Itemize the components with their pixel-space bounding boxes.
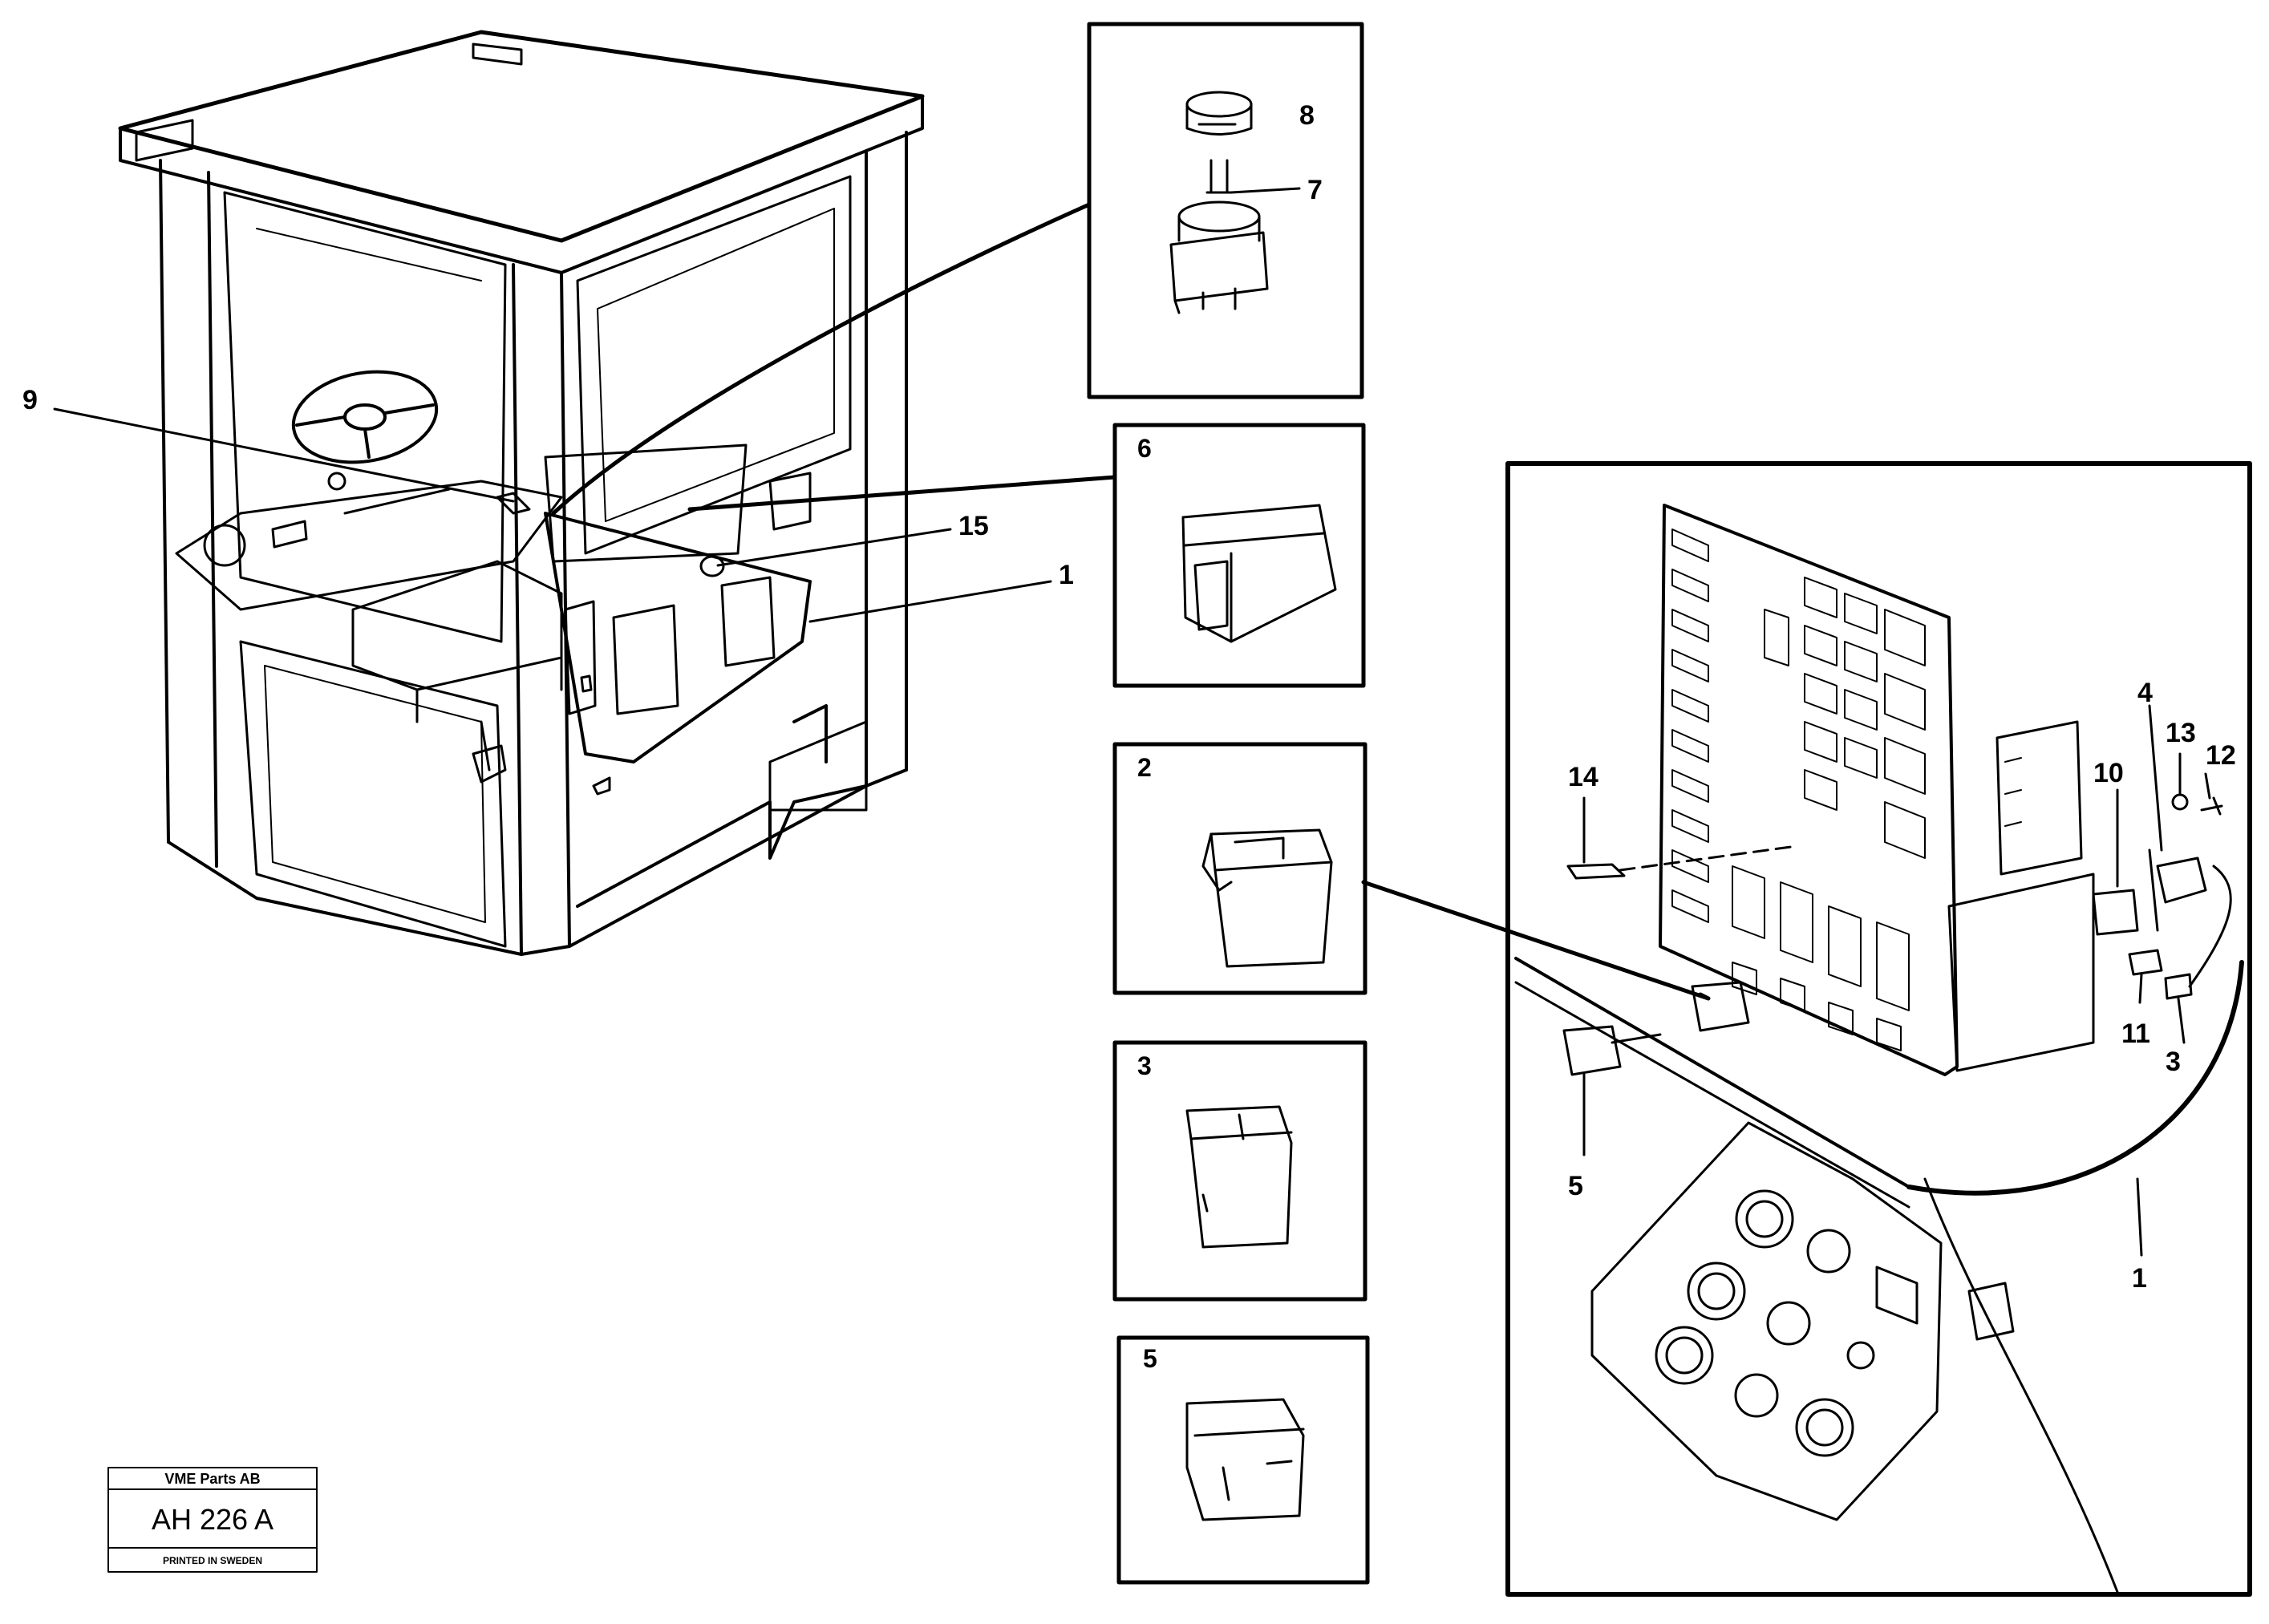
panel-label-5: 5: [1143, 1344, 1157, 1373]
leader-lines: [53, 123, 1711, 1001]
callout-3-board: 3: [2166, 1047, 2181, 1077]
stamp-printed: PRINTED IN SWEDEN: [163, 1555, 262, 1566]
detail-panel-control-board: [1505, 461, 2252, 1597]
detail-panel-switch: [1087, 22, 1364, 399]
stamp-text: VME Parts AB AH 226 A PRINTED IN SWEDEN: [152, 1471, 273, 1566]
title-stamp: [107, 1467, 318, 1573]
callout-1-board: 1: [2132, 1263, 2147, 1294]
callout-9: 9: [22, 385, 38, 415]
cab-illustration: [118, 30, 925, 956]
callout-1-cab: 1: [1059, 560, 1074, 590]
stamp-company: VME Parts AB: [164, 1471, 260, 1487]
detail-panel-6: [1112, 423, 1366, 688]
callout-10: 10: [2093, 758, 2124, 788]
callout-13: 13: [2166, 718, 2196, 748]
board-leader-lines: [1582, 704, 2211, 1257]
panel-label-6: 6: [1137, 434, 1152, 463]
detail-panel-5: [1116, 1335, 1370, 1585]
callout-14: 14: [1568, 762, 1598, 792]
panel-label-3: 3: [1137, 1051, 1152, 1080]
callout-labels: 9 15 1 8 7 14 4 13 12 10 11 3 5 1 6 2 3 …: [22, 100, 2236, 1373]
callout-11: 11: [2121, 1019, 2150, 1049]
callout-15: 15: [958, 511, 989, 541]
callout-8: 8: [1299, 100, 1315, 131]
callout-4: 4: [2137, 678, 2153, 708]
detail-panel-3: [1112, 1040, 1367, 1302]
detail-panel-2: [1112, 742, 1367, 995]
stamp-code: AH 226 A: [152, 1503, 273, 1536]
callout-7: 7: [1307, 175, 1323, 205]
callout-12: 12: [2206, 740, 2236, 771]
callout-5-board: 5: [1568, 1171, 1583, 1201]
panel-label-2: 2: [1137, 753, 1152, 782]
